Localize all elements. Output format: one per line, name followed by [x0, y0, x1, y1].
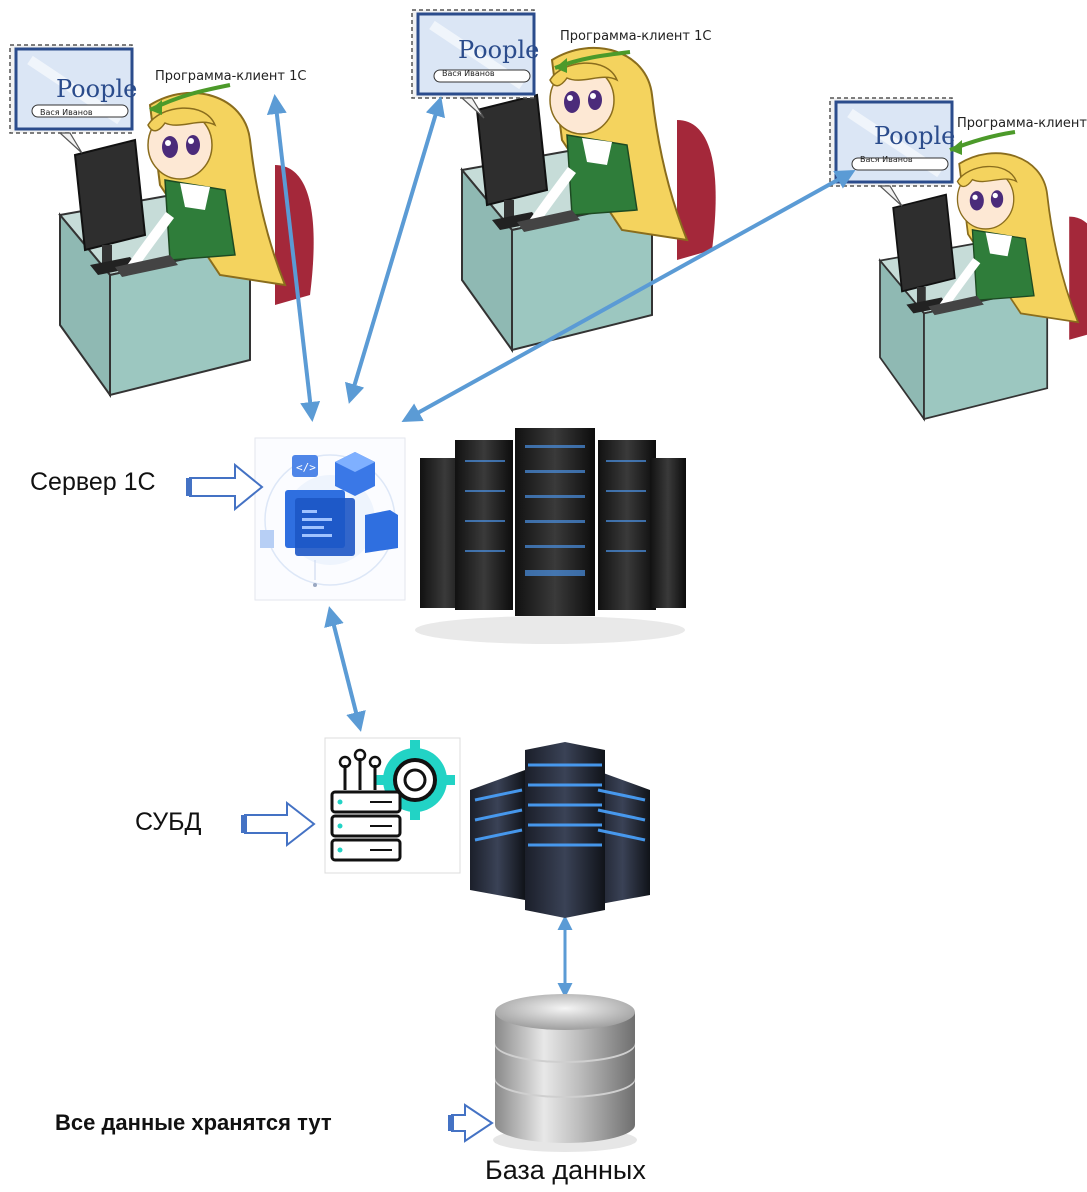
screen-logo-1: Poople: [56, 75, 137, 103]
database-cylinder-icon: [493, 994, 637, 1152]
screen-name-1: Вася Иванов: [40, 108, 93, 117]
client-workstation-1: [60, 93, 314, 395]
client-caption-1: Программа-клиент 1С: [155, 69, 306, 84]
arrow-client1-server: [266, 94, 321, 422]
screen-logo-2: Poople: [458, 36, 539, 64]
storage-label-arrow: [451, 1103, 494, 1143]
blue-server-towers-icon: [470, 742, 650, 918]
app-server-icon: </>: [254, 437, 406, 601]
client-caption-3: Программа-клиент 1С: [957, 116, 1087, 131]
database-label: База данных: [485, 1155, 646, 1185]
screen-logo-3: Poople: [874, 122, 955, 150]
dbms-label: СУБД: [135, 808, 202, 836]
server-rack-icon: [415, 428, 686, 644]
storage-label: Все данные хранятся тут: [55, 1110, 332, 1135]
client-workstation-3: [880, 153, 1087, 419]
client-screen-bubble-1: Poople Вася Иванов: [10, 45, 137, 153]
client-screen-bubble-3: Poople Вася Иванов: [830, 98, 955, 206]
screen-name-2: Вася Иванов: [442, 69, 495, 78]
dbms-label-arrow: [244, 800, 316, 848]
screen-name-3: Вася Иванов: [860, 155, 913, 164]
arrow-client2-server: [345, 96, 445, 404]
server-1c-label: Сервер 1С: [30, 468, 156, 496]
client-screen-bubble-2: Poople Вася Иванов: [412, 10, 539, 118]
svg-text:</>: </>: [296, 461, 316, 474]
dbms-gear-icon: [324, 737, 461, 874]
client-caption-2: Программа-клиент 1С: [560, 29, 711, 44]
arrow-server-dbms: [324, 606, 366, 732]
server-label-arrow: [189, 462, 264, 512]
arrow-client3-server: [401, 170, 856, 422]
